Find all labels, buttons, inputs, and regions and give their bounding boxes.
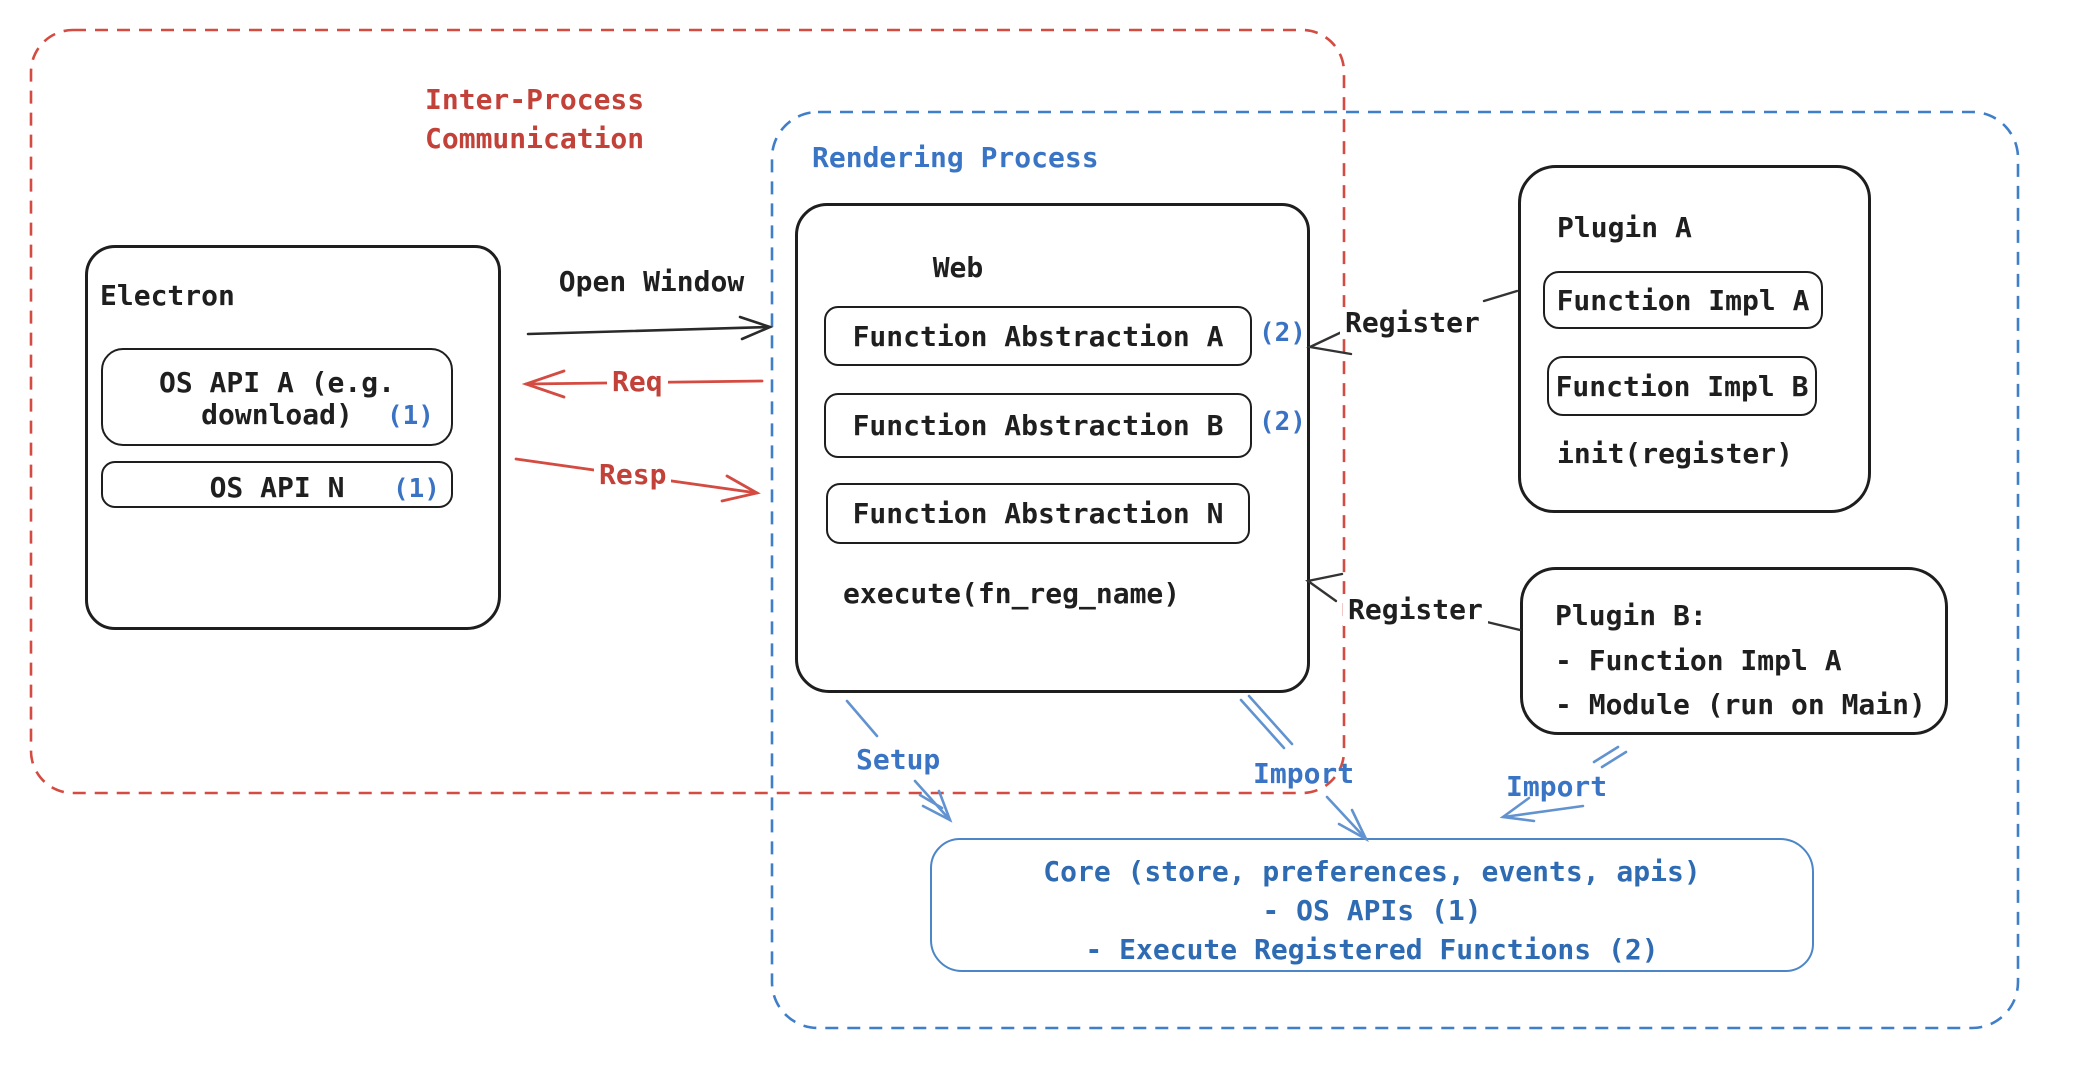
plugin-b-line1: - Function Impl A	[1555, 644, 1842, 677]
os-api-a-line1: OS API A (e.g.	[158, 366, 395, 399]
function-abstraction-b-label: Function Abstraction B	[852, 409, 1224, 442]
function-impl-a-box: Function Impl A	[1543, 271, 1823, 329]
function-abstraction-a-box: Function Abstraction A	[824, 306, 1252, 366]
core-box: Core (store, preferences, events, apis) …	[930, 838, 1814, 972]
function-impl-a-label: Function Impl A	[1556, 283, 1810, 317]
import-plugin-label: Import	[1506, 770, 1608, 803]
req-label: Req	[607, 365, 668, 399]
plugin-b-box: Plugin B: - Function Impl A - Module (ru…	[1520, 567, 1948, 735]
function-abstraction-n-label: Function Abstraction N	[852, 497, 1224, 530]
ipc-label: Inter-Process Communication	[425, 83, 645, 155]
os-api-n-box: OS API N (1)	[101, 461, 453, 508]
function-abstraction-n-box: Function Abstraction N	[826, 483, 1250, 544]
plugin-a-box: Plugin A Function Impl A Function Impl B…	[1518, 165, 1871, 513]
import-web-label: Import	[1253, 757, 1355, 790]
electron-box: Electron OS API A (e.g. download) (1) OS…	[85, 245, 501, 630]
open-window-label: Open Window	[558, 265, 745, 298]
os-api-a-box: OS API A (e.g. download) (1)	[101, 348, 453, 446]
execute-label: execute(fn_reg_name)	[843, 577, 1181, 610]
function-abstraction-b-box: Function Abstraction B	[824, 393, 1252, 458]
os-api-a-badge: (1)	[387, 401, 434, 431]
web-title: Web	[932, 251, 984, 284]
function-impl-b-box: Function Impl B	[1547, 356, 1817, 416]
init-register-label: init(register)	[1557, 437, 1794, 470]
register-top-label: Register	[1340, 306, 1485, 340]
setup-label: Setup	[856, 743, 941, 776]
os-api-n-badge: (1)	[393, 474, 440, 504]
rendering-process-label: Rendering Process	[812, 141, 1099, 174]
plugin-a-title: Plugin A	[1557, 211, 1692, 244]
core-label: Core (store, preferences, events, apis) …	[1043, 855, 1701, 966]
resp-label: Resp	[594, 458, 672, 492]
electron-title: Electron	[100, 279, 235, 312]
web-box: Web Function Abstraction A (2) Function …	[795, 203, 1310, 693]
plugin-b-title: Plugin B:	[1555, 599, 1707, 632]
function-impl-b-label: Function Impl B	[1555, 369, 1809, 403]
register-bottom-label: Register	[1343, 593, 1488, 627]
plugin-b-line2: - Module (run on Main)	[1555, 688, 1926, 721]
function-abstraction-a-badge: (2)	[1259, 318, 1306, 348]
function-abstraction-a-label: Function Abstraction A	[852, 319, 1224, 353]
function-abstraction-b-badge: (2)	[1259, 407, 1306, 437]
open-window-arrow	[526, 315, 774, 341]
